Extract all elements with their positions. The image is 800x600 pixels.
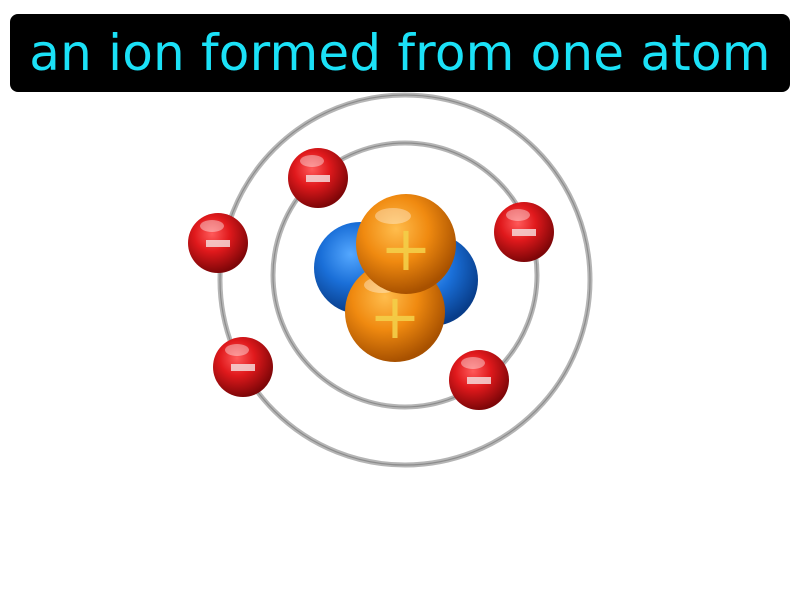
- electron: [449, 350, 509, 410]
- electron: [213, 337, 273, 397]
- electron-sign: [231, 364, 255, 371]
- proton: +: [356, 194, 456, 294]
- definition-banner: an ion formed from one atom: [10, 14, 790, 92]
- electron-sign: [206, 240, 230, 247]
- electron: [288, 148, 348, 208]
- nucleus: + +: [314, 194, 478, 362]
- electron: [494, 202, 554, 262]
- electron: [188, 213, 248, 273]
- electron-sign: [467, 377, 491, 384]
- proton-sign: +: [380, 212, 432, 285]
- electrons: [188, 148, 554, 410]
- outer-orbit-shadow: [219, 94, 591, 466]
- orbits: [217, 92, 593, 468]
- electron-sign: [306, 175, 330, 182]
- inner-orbit-shadow: [272, 142, 538, 408]
- electron-sign: [512, 229, 536, 236]
- definition-text: an ion formed from one atom: [29, 24, 771, 82]
